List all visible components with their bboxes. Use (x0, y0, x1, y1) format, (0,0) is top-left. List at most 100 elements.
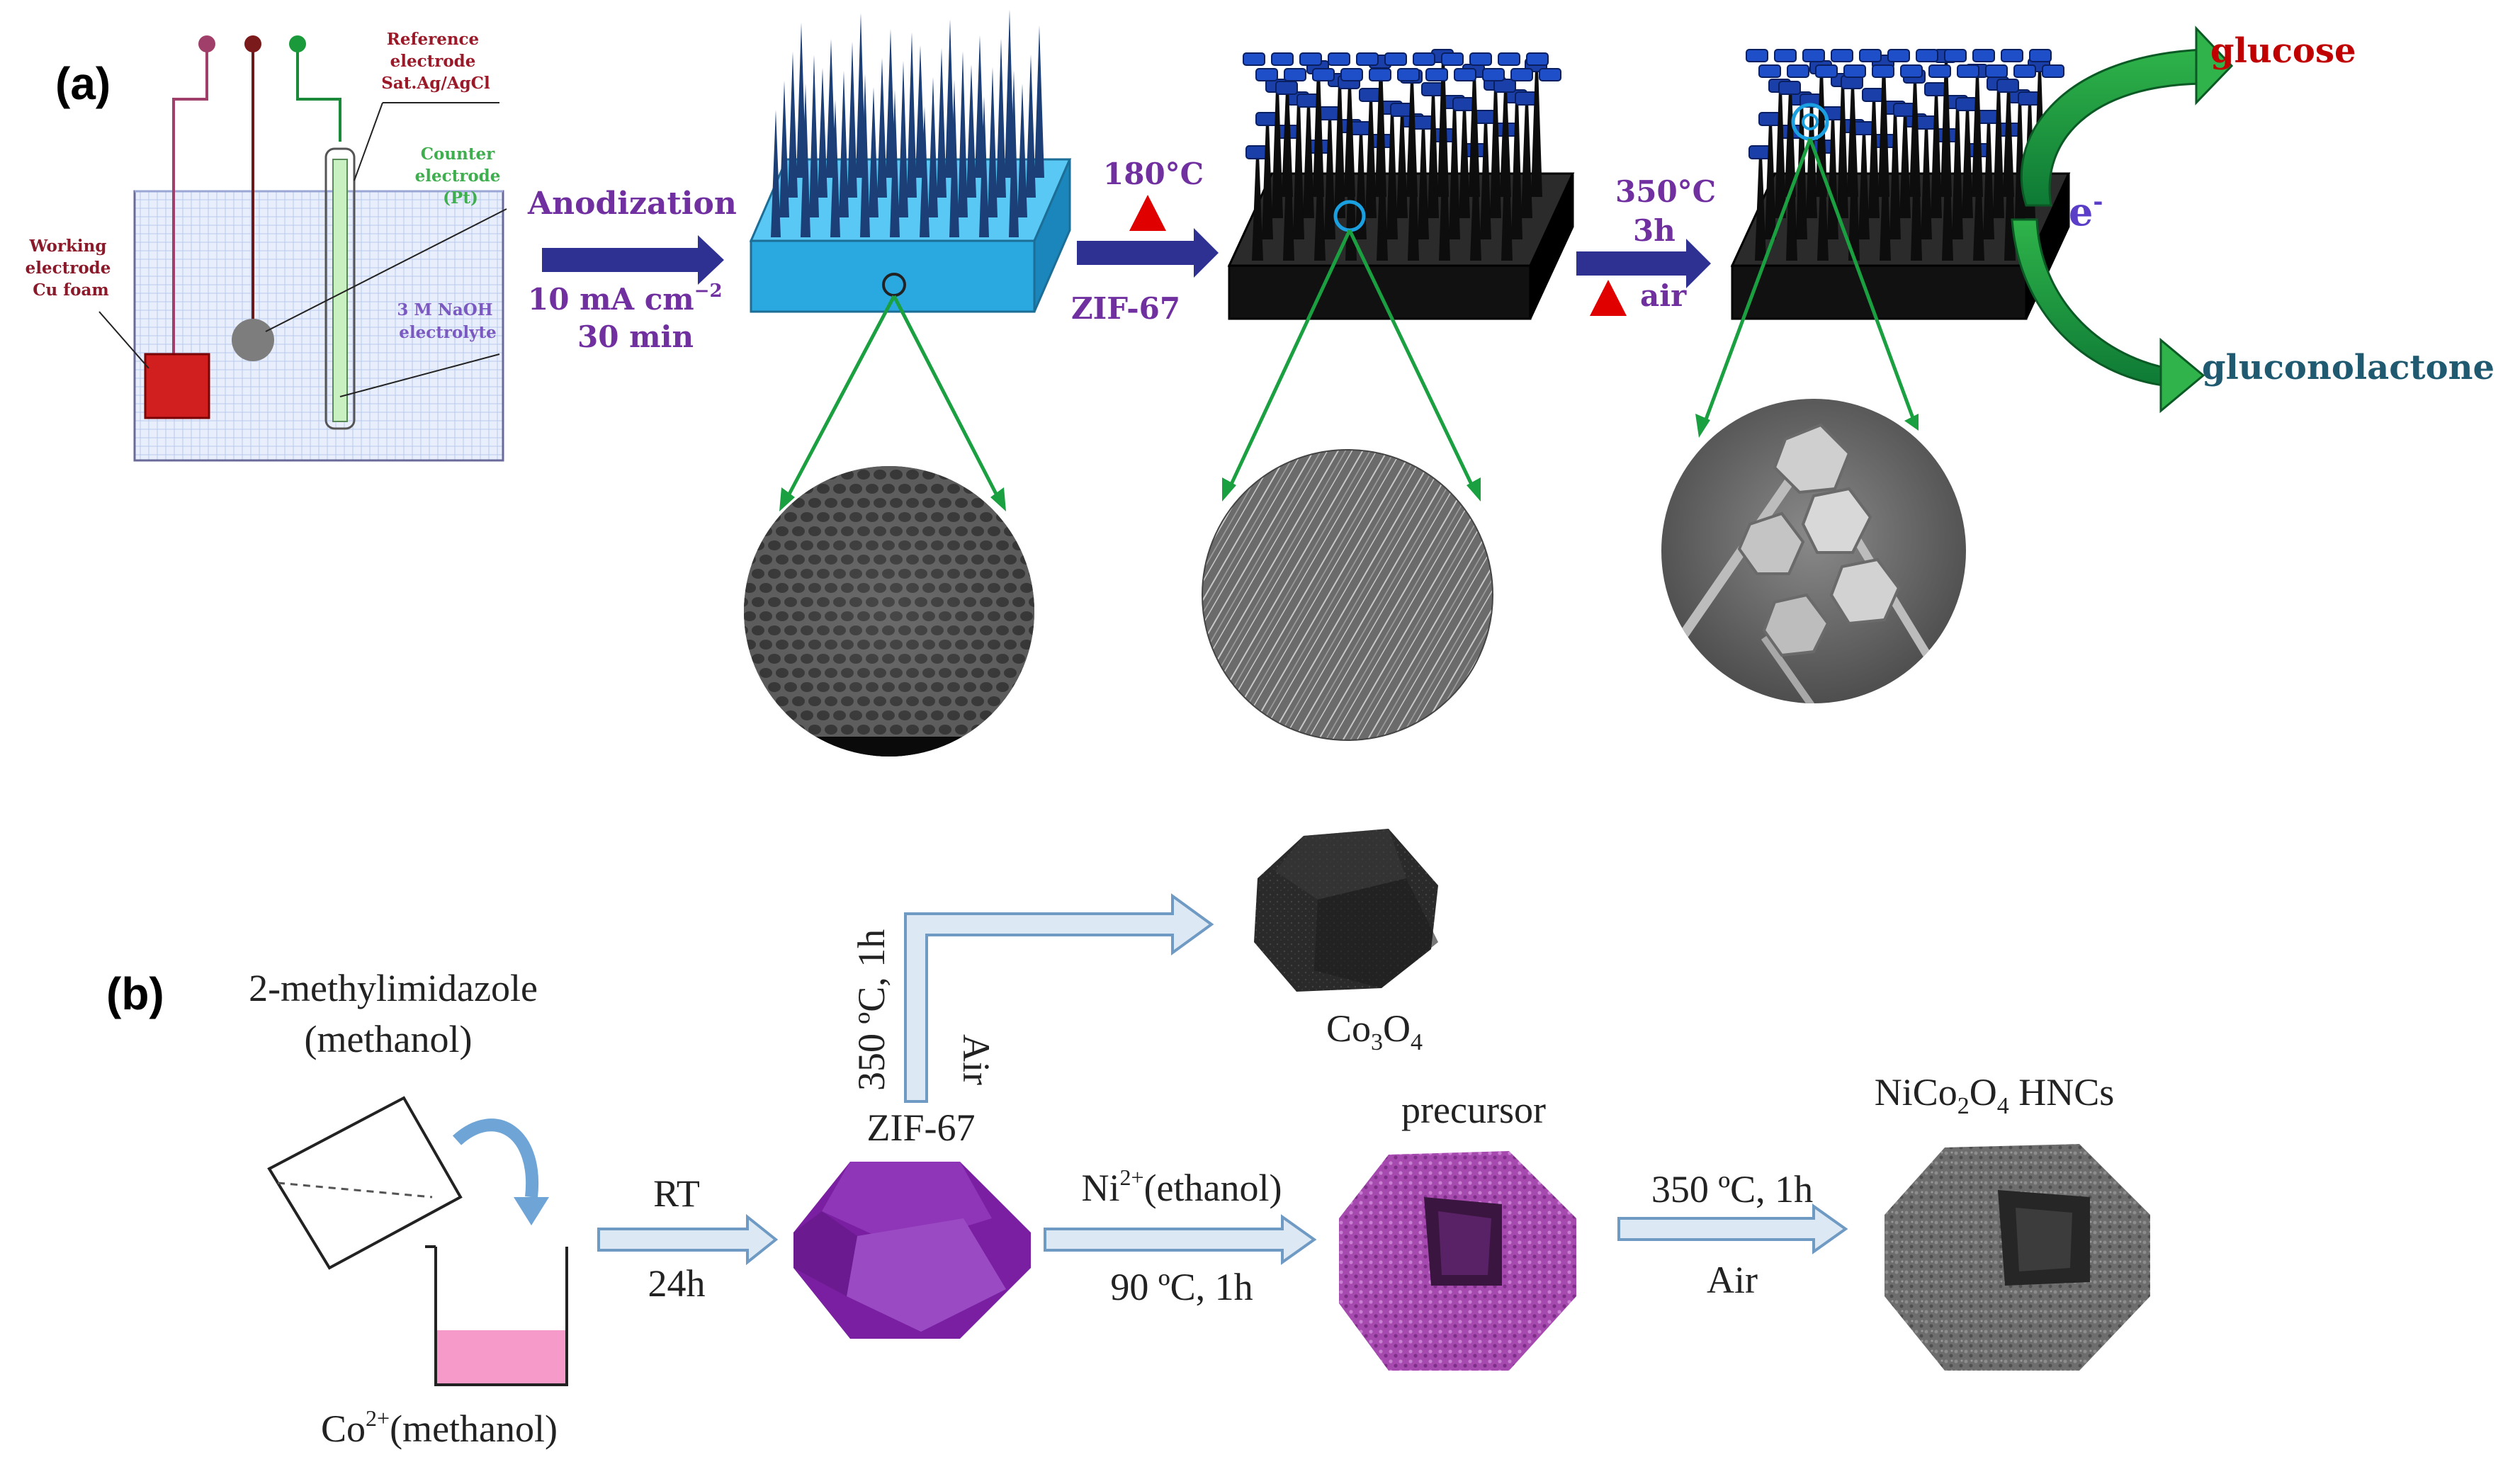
zoom-marker-1 (882, 273, 906, 297)
zif-crystal (1957, 64, 1979, 78)
working-electrode (144, 353, 210, 419)
nanocone (996, 38, 1006, 198)
zif-crystal (1245, 145, 1268, 159)
counter-electrode-label: Counter electrode (Pt) (415, 144, 507, 208)
sem-image-porous (744, 466, 1034, 756)
nanorod (1262, 121, 1273, 239)
zif-crystal (1774, 49, 1797, 62)
ni-condition-label: 90 ºC, 1h (1110, 1266, 1253, 1308)
nanorod (1765, 121, 1776, 239)
nanorod (1785, 90, 1796, 197)
nanorod (1983, 119, 1994, 239)
nanocone (771, 110, 781, 237)
electrochemical-cell: Reference electrode Sat.Ag/AgCl Counter … (26, 30, 507, 462)
counter-terminal-icon (289, 35, 306, 52)
nanorod (1283, 134, 1294, 261)
nanorod (1837, 82, 1848, 218)
nanocone (915, 45, 925, 178)
zif67-label: ZIF-67 (867, 1106, 976, 1149)
nanorod (1921, 125, 1932, 239)
vertical-condition-label: 350 ºC, 1h (850, 929, 893, 1091)
nanorod (1449, 104, 1460, 239)
zif-crystal (1493, 79, 1516, 93)
zif-crystal (2029, 49, 2052, 62)
zif-crystal (1359, 88, 1382, 102)
co3o4-dodecahedron (1254, 829, 1438, 992)
zif-crystal (1275, 81, 1298, 95)
nanocone (779, 81, 789, 217)
zif-crystal (1972, 49, 1995, 62)
nanorod (1469, 73, 1480, 197)
co3o4-label: Co3O4 (1326, 1007, 1423, 1055)
zif-crystal (1887, 49, 1910, 62)
nanorod (1880, 143, 1891, 261)
zif-crystal (1872, 64, 1894, 78)
receiving-beaker-icon (425, 1245, 568, 1386)
nanorod (1252, 154, 1263, 261)
zif-crystal (1328, 52, 1350, 66)
nanorod (1847, 84, 1858, 197)
nanorod (1878, 64, 1889, 197)
nanocone (907, 32, 917, 198)
zif-crystal (1425, 68, 1448, 81)
sem-image-nanowires (1202, 449, 1493, 741)
zif-crystal (1369, 68, 1391, 81)
zif-crystal (1748, 145, 1771, 159)
nanocone (975, 35, 985, 178)
zif-crystal (1452, 97, 1475, 111)
nanorod (1775, 88, 1786, 218)
nanorod (1973, 152, 1984, 261)
nanorod (1439, 137, 1450, 261)
zif67-arrow (1077, 228, 1219, 278)
zif-crystal (1515, 91, 1537, 106)
zif67-coated-block (1227, 49, 1575, 320)
step2-temp-label: 180°C (1103, 157, 1204, 191)
zif-crystal (1397, 68, 1420, 81)
nanorod (1334, 82, 1345, 218)
zif-crystal (1758, 64, 1781, 78)
nanorod (1909, 79, 1921, 197)
gluconolactone-label: gluconolactone (2202, 348, 2494, 387)
methylimidazole-label: 2-methylimidazole (249, 967, 538, 1009)
zif-crystal (2018, 91, 2040, 106)
zif-crystal (1916, 49, 1938, 62)
zif-crystal (1977, 110, 1999, 124)
final-air-label: Air (1707, 1259, 1758, 1301)
zif-crystal (1356, 52, 1379, 66)
zif-crystal (1384, 52, 1407, 66)
zif-crystal (1746, 49, 1768, 62)
nanocone (788, 52, 798, 198)
zif-crystal (1299, 52, 1322, 66)
step3-atmosphere-label: air (1640, 278, 1687, 313)
nanocone (1034, 26, 1044, 178)
nanorod (1406, 79, 1418, 197)
zif-crystal (1318, 106, 1340, 120)
zif-crystal (1758, 112, 1781, 126)
nanocone (856, 13, 866, 178)
zif-crystal (1924, 82, 1947, 96)
nanorod (1314, 149, 1326, 261)
panel-a-label: (a) (55, 58, 111, 109)
glucose-label: glucose (2210, 31, 2356, 71)
zif-crystal (1802, 49, 1825, 62)
nanorod (1344, 84, 1355, 197)
nanorod (1470, 152, 1481, 261)
ni-ethanol-label: Ni2+(ethanol) (1082, 1164, 1282, 1209)
nanocone (928, 77, 938, 217)
nanocone (937, 48, 947, 198)
zif-crystal (1390, 103, 1413, 117)
working-terminal-icon (198, 35, 215, 52)
nanorod (1272, 88, 1283, 218)
cu-nanocone-block (749, 9, 1072, 313)
nanorod (1531, 67, 1542, 197)
co3o4-block (1730, 49, 2071, 320)
final-calcination-arrow (1617, 1203, 1848, 1254)
zif-crystal (1862, 88, 1885, 102)
methylimidazole-solvent-label: (methanol) (305, 1018, 473, 1060)
zif-crystal (1243, 52, 1265, 66)
reference-terminal-icon (244, 35, 261, 52)
electron-label: e- (2069, 188, 2103, 234)
nanocone (1026, 55, 1036, 198)
zif67-dodecahedron (793, 1162, 1031, 1339)
nanorod (1490, 86, 1501, 218)
